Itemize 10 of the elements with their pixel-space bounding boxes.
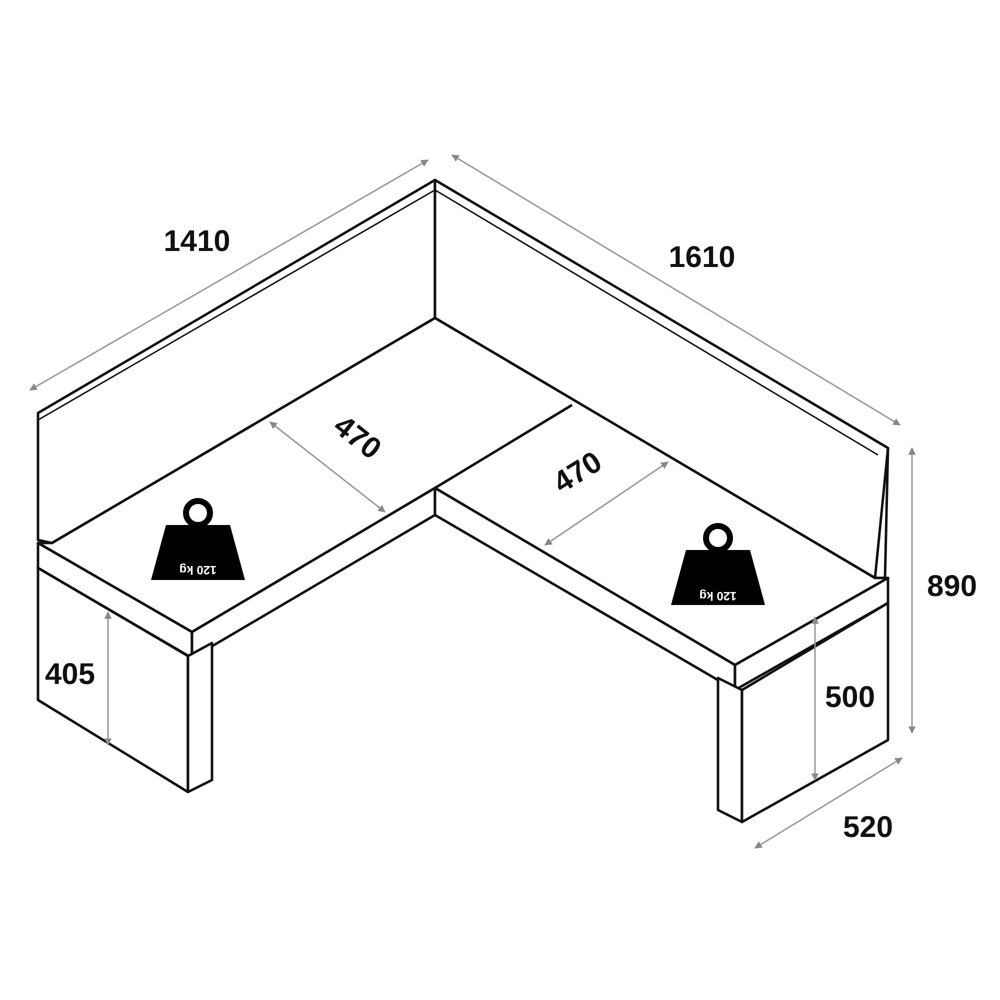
weight-label: 120 kg: [179, 563, 217, 577]
dimension-label: 405: [44, 658, 96, 692]
dimension-label: 470: [548, 445, 608, 501]
dimension-label: 890: [926, 570, 978, 604]
dimension-label: 500: [824, 681, 876, 715]
dimension-label: 520: [842, 811, 894, 845]
dimension-label: 1410: [164, 225, 230, 259]
weight-label: 120 kg: [699, 589, 737, 603]
dimension-label: 1610: [668, 241, 736, 275]
dimension-label: 470: [326, 409, 388, 467]
